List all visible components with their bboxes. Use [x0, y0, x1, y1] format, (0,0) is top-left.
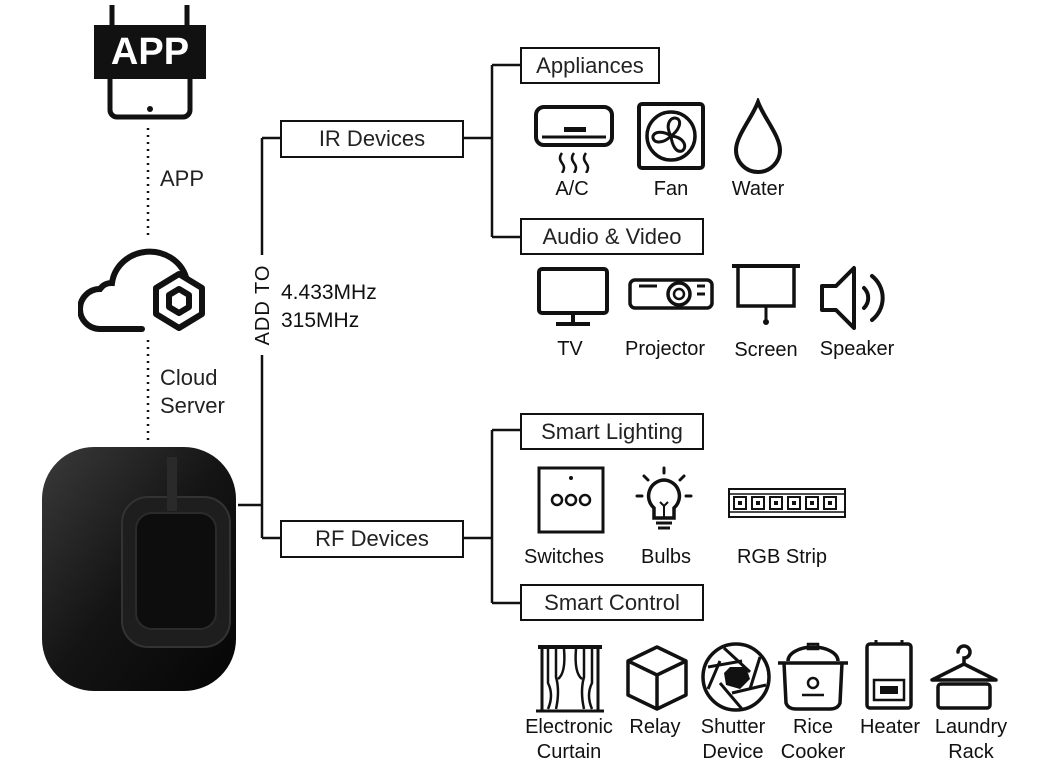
- audio-video-box: Audio & Video: [520, 218, 704, 255]
- app-icon-text: APP: [110, 31, 190, 73]
- laundry-rack-icon: [930, 644, 998, 710]
- device-label-line1: Laundry: [934, 716, 1008, 738]
- projection-screen-icon: [732, 264, 800, 325]
- device-label-line1: Electronic: [525, 716, 613, 738]
- app-tablet-icon: [94, 5, 206, 120]
- rice-cooker-icon: [778, 642, 848, 711]
- device-label: RGB Strip: [736, 546, 828, 568]
- fan-icon: [637, 102, 705, 170]
- wall-switch-icon: [537, 466, 605, 534]
- shutter-icon: [701, 642, 771, 712]
- device-label: Bulbs: [640, 546, 692, 568]
- smart-lighting-box: Smart Lighting: [520, 413, 704, 450]
- led-strip-icon: [728, 488, 846, 518]
- device-label: Screen: [734, 339, 798, 361]
- ir-rf-hub-device-icon: [42, 447, 236, 691]
- smart-control-box: Smart Control: [520, 584, 704, 621]
- device-label-line2: Device: [702, 741, 764, 763]
- device-label-line1: Rice: [792, 716, 833, 738]
- device-label-line2: Cooker: [780, 741, 846, 763]
- curtain-icon: [536, 645, 604, 713]
- water-heater-icon: [865, 640, 913, 710]
- air-conditioner-icon: [534, 105, 614, 173]
- device-label-line1: Relay: [629, 716, 681, 738]
- water-drop-icon: [733, 98, 783, 174]
- device-label: TV: [557, 338, 583, 360]
- frequency-433: 4.433MHz: [281, 281, 377, 304]
- device-label-line2: Rack: [948, 741, 994, 763]
- cloud-label-line2: Server: [160, 393, 225, 418]
- device-label-line1: Heater: [859, 716, 921, 738]
- tv-icon: [537, 267, 609, 326]
- ir-devices-box: IR Devices: [280, 120, 464, 158]
- device-label: Switches: [523, 546, 605, 568]
- cloud-server-icon: [78, 248, 205, 332]
- rf-devices-box: RF Devices: [280, 520, 464, 558]
- light-bulb-icon: [635, 466, 693, 530]
- device-label-line1: Shutter: [700, 716, 766, 738]
- device-label: Speaker: [819, 338, 895, 360]
- app-label: APP: [160, 166, 205, 191]
- cloud-label-line1: Cloud: [160, 365, 218, 390]
- device-label-line2: Curtain: [536, 741, 602, 763]
- appliances-box: Appliances: [520, 47, 660, 84]
- speaker-icon: [820, 266, 885, 330]
- projector-icon: [628, 278, 714, 310]
- device-label: Fan: [653, 178, 689, 200]
- device-label: A/C: [555, 178, 589, 200]
- device-label: Water: [731, 178, 785, 200]
- add-to-label: ADD TO: [250, 255, 276, 355]
- device-label: Projector: [624, 338, 706, 360]
- frequency-315: 315MHz: [281, 309, 360, 332]
- relay-box-icon: [626, 645, 688, 711]
